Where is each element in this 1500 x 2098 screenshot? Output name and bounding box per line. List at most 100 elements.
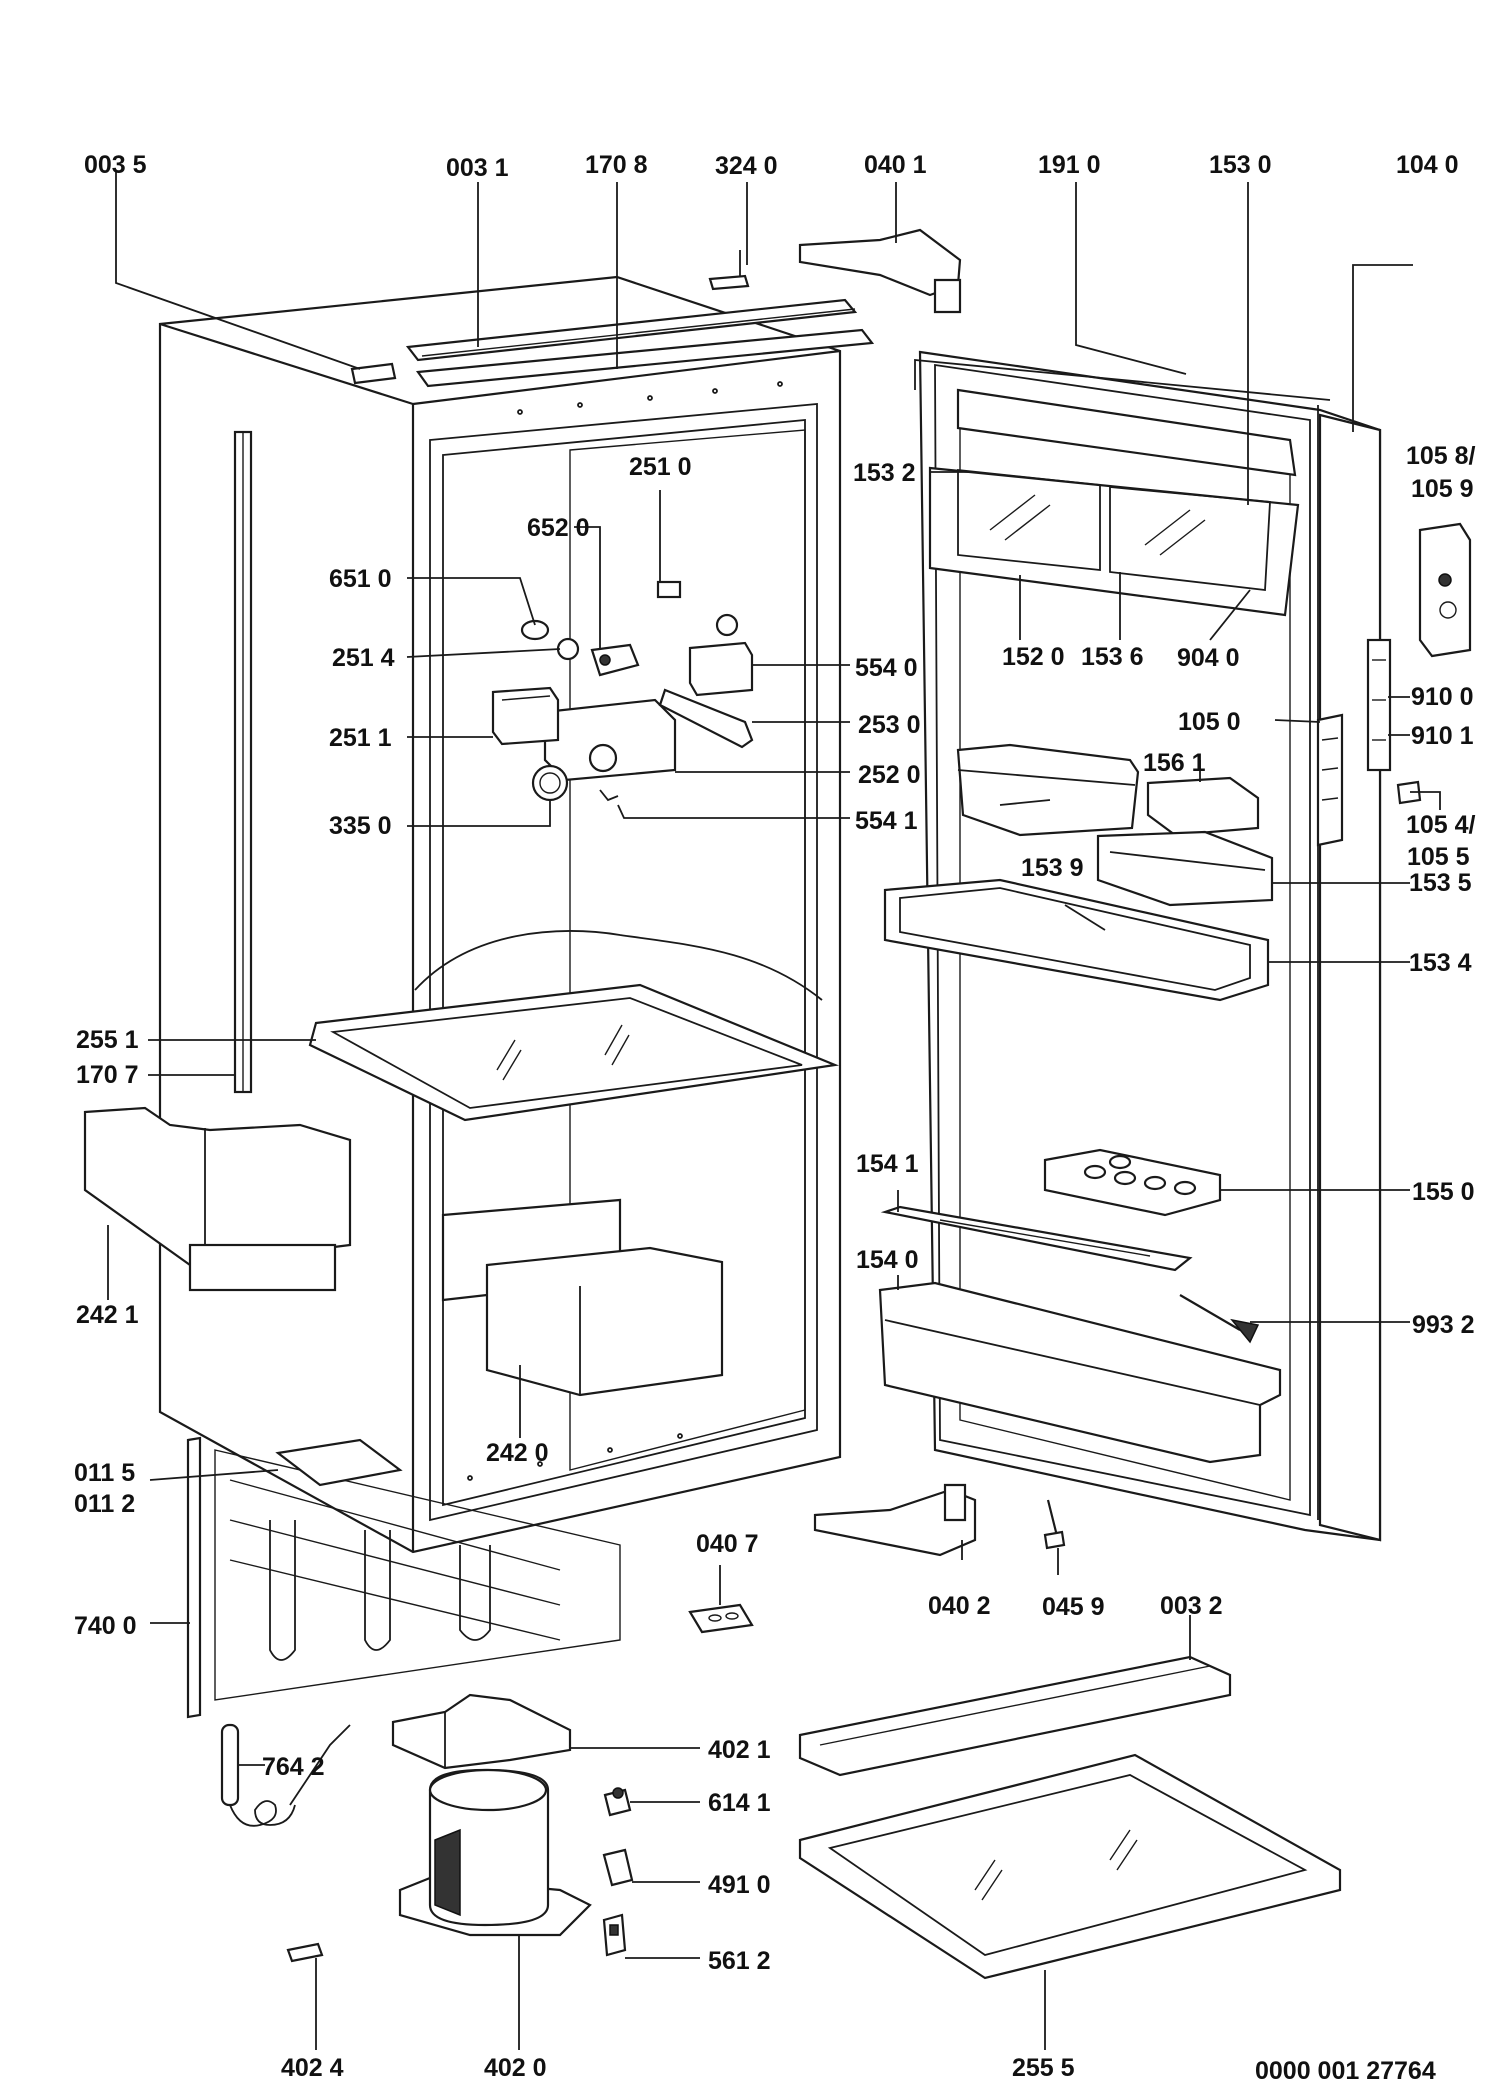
label-003-1: 003 1: [446, 154, 509, 182]
balcony-154-0: [878, 1281, 1282, 1464]
balcony-153-4: [883, 878, 1270, 1002]
cover-003-2: [798, 1655, 1232, 1777]
drier-764-2: [220, 1723, 351, 1827]
bulb-251-4: [556, 637, 580, 661]
egg-tray-155-0: [1043, 1148, 1222, 1217]
label-491-0: 491 0: [708, 1871, 771, 1899]
switch-105-8: [1418, 522, 1472, 658]
clip-561-2: [602, 1913, 627, 1957]
label-170-8: 170 8: [585, 151, 648, 179]
label-910-0: 910 0: [1411, 683, 1474, 711]
relay-614-1: [603, 1787, 632, 1817]
top-cover-003-1: [405, 298, 875, 388]
label-155-0: 155 0: [1412, 1178, 1475, 1206]
hinge-040-2: [813, 1483, 977, 1557]
cover-251-0: [656, 580, 682, 599]
condenser-740-0: [186, 1436, 621, 1719]
label-003-2: 003 2: [1160, 1592, 1223, 1620]
corner-clip-003-5: [350, 362, 397, 385]
label-152-0: 152 0: [1002, 643, 1065, 671]
label-011-5: 011 5: [74, 1459, 135, 1487]
label-910-1: 910 1: [1411, 722, 1474, 750]
label-040-2: 040 2: [928, 1592, 991, 1620]
label-105-5: 105 5: [1407, 843, 1470, 871]
bracket-011-5: [275, 1438, 403, 1487]
label-153-4: 153 4: [1409, 949, 1472, 977]
clip-554-1: [599, 789, 619, 802]
label-255-5: 255 5: [1012, 2054, 1075, 2082]
label-255-1: 255 1: [76, 1026, 139, 1054]
label-153-5: 153 5: [1409, 869, 1472, 897]
rail-170-7: [233, 430, 253, 1094]
label-740-0: 740 0: [74, 1612, 137, 1640]
label-170-7: 170 7: [76, 1061, 139, 1089]
holder-993-2: [1179, 1294, 1260, 1344]
screw-045-9: [1043, 1499, 1066, 1550]
label-156-1: 156 1: [1143, 749, 1206, 777]
label-242-1: 242 1: [76, 1301, 139, 1329]
label-252-0: 252 0: [858, 761, 921, 789]
thermostat-554-0: [688, 613, 754, 697]
label-154-1: 154 1: [856, 1150, 919, 1178]
strip-105-0: [1316, 713, 1344, 847]
box-153-9: [956, 743, 1140, 837]
label-554-1: 554 1: [855, 807, 918, 835]
label-652-0: 652 0: [527, 514, 590, 542]
label-153-0: 153 0: [1209, 151, 1272, 179]
frame-holes: [467, 381, 783, 1481]
label-561-2: 561 2: [708, 1947, 771, 1975]
box-242-0: [441, 1198, 724, 1397]
thermostat-housing-252-0: [543, 698, 677, 782]
label-153-9: 153 9: [1021, 854, 1084, 882]
label-614-1: 614 1: [708, 1789, 771, 1817]
label-191-0: 191 0: [1038, 151, 1101, 179]
glass-shelf-255-1: [308, 983, 840, 1122]
label-153-6: 153 6: [1081, 643, 1144, 671]
lamp-651-0: [520, 619, 550, 641]
label-251-4: 251 4: [332, 644, 395, 672]
balcony-153-2: [928, 388, 1300, 617]
label-253-0: 253 0: [858, 711, 921, 739]
label-335-0: 335 0: [329, 812, 392, 840]
label-554-0: 554 0: [855, 654, 918, 682]
box-242-1: [83, 1106, 352, 1292]
box-153-5: [1096, 830, 1274, 907]
label-105-9: 105 9: [1411, 475, 1474, 503]
label-040-1: 040 1: [864, 151, 927, 179]
clip-402-4: [286, 1942, 324, 1963]
hinge-cover-910: [1366, 638, 1392, 772]
part-labels: 003 5 003 1 170 8 324 0 040 1 191 0 153 …: [74, 151, 1476, 2085]
switch-652-0: [590, 643, 640, 677]
overload-491-0: [602, 1848, 634, 1887]
label-402-1: 402 1: [708, 1736, 771, 1764]
clip-324-0: [708, 250, 750, 291]
document-number: 0000 001 27764: [1255, 2057, 1436, 2085]
clip-105-4: [1396, 780, 1422, 805]
leader-lines: [107, 172, 1441, 2050]
label-003-5: 003 5: [84, 151, 147, 179]
label-040-7: 040 7: [696, 1530, 759, 1558]
label-154-0: 154 0: [856, 1246, 919, 1274]
hinge-040-1: [798, 228, 962, 314]
label-251-1: 251 1: [329, 724, 392, 752]
plate-040-7: [688, 1603, 754, 1634]
knob-335-0: [531, 764, 569, 802]
label-402-4: 402 4: [281, 2054, 344, 2082]
bar-154-1: [880, 1205, 1193, 1272]
label-242-0: 242 0: [486, 1439, 549, 1467]
label-993-2: 993 2: [1412, 1311, 1475, 1339]
compressor-402-0: [398, 1768, 592, 1937]
label-011-2: 011 2: [74, 1490, 135, 1518]
box-156-1: [1146, 776, 1260, 837]
sensor-tube-253-0: [658, 688, 754, 749]
label-651-0: 651 0: [329, 565, 392, 593]
label-402-0: 402 0: [484, 2054, 547, 2082]
glass-plate-255-5: [798, 1753, 1342, 1980]
label-045-9: 045 9: [1042, 1593, 1105, 1621]
label-904-0: 904 0: [1177, 644, 1240, 672]
label-105-0: 105 0: [1178, 708, 1241, 736]
label-153-2: 153 2: [853, 459, 916, 487]
lamp-holder-251-1: [491, 686, 560, 746]
support-402-1: [391, 1693, 572, 1770]
